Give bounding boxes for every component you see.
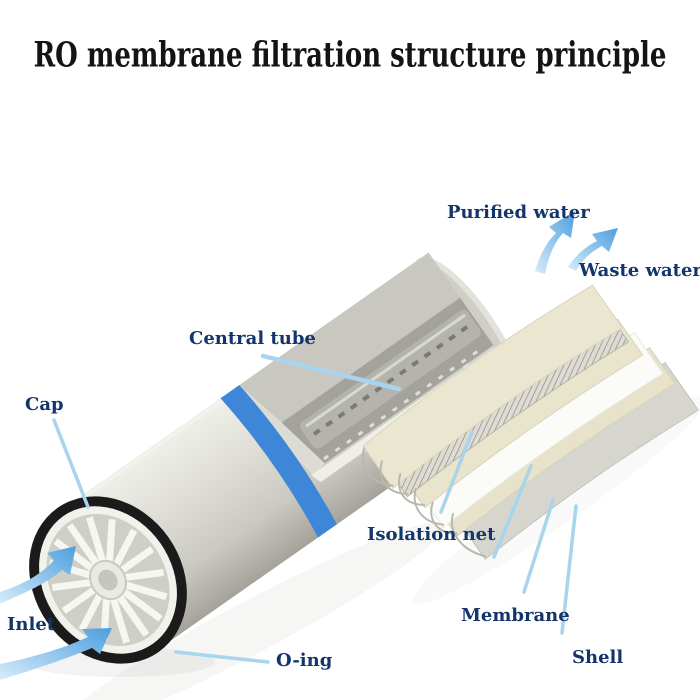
isolation-net-leader-line [439,430,474,514]
label-inlet: Inlet [7,614,56,635]
purified-water-arrow-icon [535,211,575,274]
waste-water-arrow-icon [568,228,618,271]
label-purified-water: Purified water [447,202,590,223]
shell-leader-line [560,504,578,635]
label-shell: Shell [572,647,624,668]
leader-lines [52,353,578,664]
flow-arrows [0,211,618,680]
vessel-top-highlight [59,386,242,516]
label-membrane: Membrane [461,605,570,626]
label-isolation-net: Isolation net [367,524,496,545]
membrane-leader-line-2 [522,498,555,594]
inlet-arrow-upper-icon [0,546,76,604]
top-cream-layer [362,284,624,490]
label-o-ring: O-ing [276,650,333,671]
central-tube-leader-line [260,353,402,392]
membrane-leader-line-1 [492,464,533,559]
cutaway-floor-dashes [323,345,486,461]
end-cap [29,496,187,664]
label-central-tube: Central tube [189,328,316,349]
cap-hub-hole [98,569,118,591]
layer-curled-edges [361,447,487,558]
inlet-arrow-lower-icon [0,628,112,680]
label-waste-water: Waste water [579,260,700,281]
label-cap: Cap [25,394,64,415]
o-ring-leader-line [174,650,270,664]
central-tube-highlight [305,313,466,428]
cap-leader-line [52,418,90,509]
cutaway-back-wall [239,252,461,423]
page-title: RO membrane filtration structure princip… [33,36,667,76]
central-tube-perforations [312,323,471,436]
blue-stripe-band [220,385,337,538]
